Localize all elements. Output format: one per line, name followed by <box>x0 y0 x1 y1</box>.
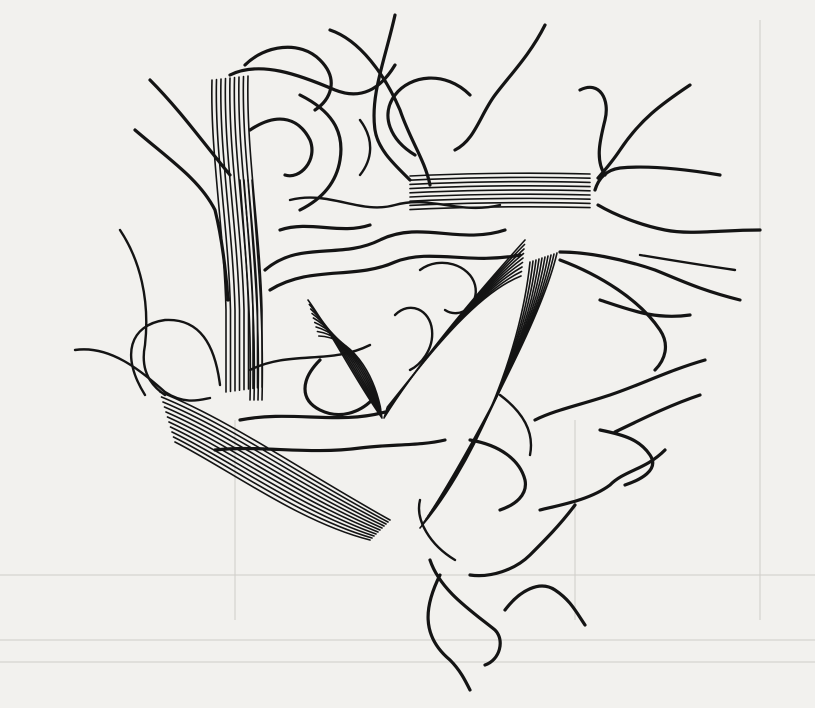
loop-26 <box>419 500 455 560</box>
loop-21 <box>600 430 653 485</box>
loop-19 <box>615 395 700 432</box>
loop-42 <box>500 395 531 455</box>
loop-8 <box>330 30 430 185</box>
top-strand <box>410 173 590 176</box>
loop-16 <box>560 252 740 300</box>
loop-6 <box>245 47 331 110</box>
loop-25 <box>505 586 585 625</box>
bottom-strand <box>174 437 373 538</box>
bottom-strand <box>168 417 381 530</box>
left-strand <box>225 79 239 391</box>
loose-chain-loops <box>75 15 760 690</box>
loop-18 <box>535 360 705 420</box>
loop-5 <box>120 230 165 395</box>
left-strand <box>234 78 248 390</box>
top-strand <box>410 198 590 201</box>
bottom-strand <box>163 402 386 524</box>
top-strand <box>410 194 590 197</box>
center-right-strand <box>384 245 524 417</box>
loop-10 <box>455 25 545 150</box>
left-strand <box>230 78 244 390</box>
loop-11 <box>388 78 470 155</box>
top-strand <box>410 177 590 180</box>
loop-20 <box>540 450 665 510</box>
bottom-strand <box>166 412 382 528</box>
loop-17 <box>640 255 735 270</box>
top-strand <box>410 182 590 185</box>
loop-37 <box>600 300 690 316</box>
loop-15 <box>598 205 760 232</box>
bundle-bottom-diagonal <box>160 392 390 540</box>
loop-35 <box>395 308 432 370</box>
top-strand <box>410 207 590 210</box>
center-right-strand <box>386 263 523 412</box>
loop-22 <box>470 505 575 576</box>
bleed-through <box>0 20 815 662</box>
bundle-center-v <box>308 240 525 418</box>
loop-43 <box>470 440 525 510</box>
loop-33 <box>280 225 370 230</box>
loop-14 <box>595 167 720 190</box>
top-strand <box>410 186 590 189</box>
loop-30 <box>265 230 505 270</box>
loop-31 <box>270 255 520 290</box>
loop-28 <box>240 412 385 420</box>
bottom-strand <box>165 407 385 526</box>
loop-40 <box>360 120 370 175</box>
loop-39 <box>300 95 341 210</box>
loop-38 <box>250 119 312 176</box>
loop-13 <box>598 85 690 178</box>
loop-7 <box>230 65 395 94</box>
left-strand <box>221 79 235 391</box>
left-strand <box>216 80 230 392</box>
top-strand <box>410 190 590 193</box>
loop-12 <box>580 87 606 175</box>
